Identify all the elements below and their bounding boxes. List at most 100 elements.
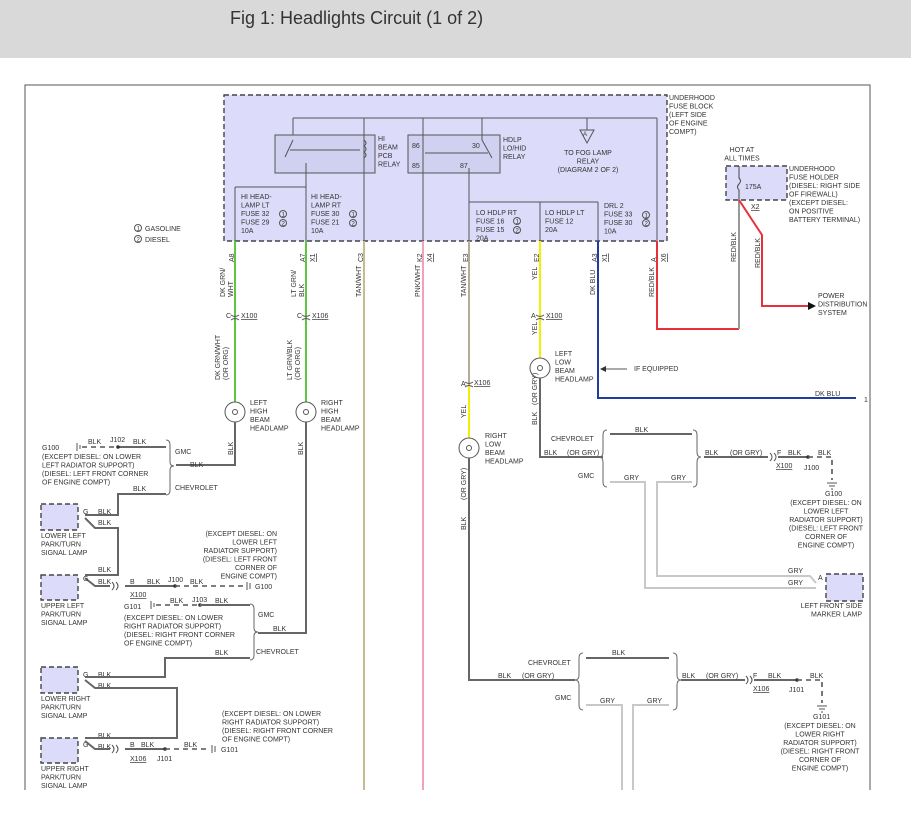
label-line: HIGH: [250, 409, 268, 416]
label-line: RELAY: [378, 162, 401, 169]
svg-text:A7: A7: [300, 253, 307, 262]
label-line: (DIESEL: RIGHT FRONT: [781, 749, 861, 756]
svg-text:BLK: BLK: [98, 733, 112, 740]
label-line: PARK/TURN: [41, 542, 81, 549]
label-line: RADIATOR SUPPORT): [783, 740, 857, 747]
svg-text:TAN/WHT: TAN/WHT: [356, 265, 363, 297]
svg-text:BLK: BLK: [98, 567, 112, 574]
svg-text:BLK: BLK: [98, 683, 112, 690]
splice-j100-label: J100: [804, 465, 819, 472]
pin-87: 87: [460, 163, 468, 170]
label-line: OF FIREWALL): [789, 192, 838, 199]
if-equipped-label: IF EQUIPPED: [634, 366, 678, 373]
fuse-rating: 175A: [745, 184, 762, 191]
label-line: PARK/TURN: [41, 775, 81, 782]
svg-text:X4: X4: [427, 253, 434, 262]
fuse-holder-connector: X2: [751, 204, 760, 211]
label-line: (EXCEPT DIESEL:: [789, 200, 848, 207]
wire-label: BLK: [170, 598, 184, 605]
label-line: LAMP LT: [241, 203, 270, 210]
label-line: (DIESEL: RIGHT FRONT CORNER: [222, 728, 333, 735]
label-line: (OR ORG): [295, 347, 302, 380]
ground-g100: G100: [255, 584, 272, 591]
splice-j101-label: J101: [789, 687, 804, 694]
label-line: POWER: [818, 293, 844, 300]
label-line: 10A: [604, 229, 617, 236]
label-line: (DIESEL: LEFT FRONT CORNER: [42, 471, 148, 478]
hdlp-relay-wiring: [422, 118, 658, 241]
svg-text:G: G: [83, 742, 88, 749]
label-line: LEFT: [250, 400, 268, 407]
label-line: UPPER RIGHT: [41, 766, 90, 773]
label-line: FUSE BLOCK: [669, 104, 714, 111]
wire-red-blk-fuse-block: [656, 241, 739, 330]
label-line: FUSE HOLDER: [789, 175, 839, 182]
label-line: LEFT FRONT SIDE: [801, 603, 863, 610]
svg-text:K2: K2: [417, 253, 424, 262]
label-line: LOWER LEFT: [232, 540, 277, 547]
label-line: ON POSITIVE: [789, 209, 834, 216]
splice-j100-label: J100: [168, 577, 183, 584]
label-line: 20A: [476, 236, 489, 243]
label-line: (DIESEL: LEFT FRONT: [203, 557, 278, 564]
wire-label: BLK: [190, 579, 204, 586]
label-line: (DIESEL: RIGHT SIDE: [789, 183, 860, 190]
label-line: (EXCEPT DIESEL: ON LOWER: [124, 615, 223, 622]
label-line: BEAM: [250, 417, 270, 424]
label-line: SIGNAL LAMP: [41, 620, 88, 627]
label-line: TO FOG LAMP: [564, 150, 612, 157]
label-line: 10A: [311, 228, 324, 235]
svg-text:1: 1: [516, 220, 520, 226]
ground-g101: G101: [813, 714, 830, 721]
wire-label: BLK: [141, 742, 155, 749]
brand-gmc: GMC: [258, 612, 274, 619]
header-bar: Fig 1: Headlights Circuit (1 of 2): [0, 0, 911, 58]
lower-left-park-lamp: [40, 503, 79, 531]
wire-label-red-blk-2: RED/BLK: [755, 238, 762, 268]
label-line: DK GRN/: [220, 268, 227, 297]
svg-text:X1: X1: [602, 253, 609, 262]
label-line: DISTRIBUTION: [818, 302, 867, 309]
connector-x106: X106: [312, 313, 328, 320]
label-line: ENGINE COMPT): [798, 543, 854, 550]
svg-text:C3: C3: [358, 253, 365, 262]
diagram-frame: [24, 84, 871, 790]
hi-beam-relay-coil-icon: [363, 139, 367, 159]
label-line: HEADLAMP: [250, 426, 289, 433]
svg-text:BLK: BLK: [532, 411, 539, 425]
svg-text:YEL: YEL: [532, 267, 539, 280]
wire-label: (OR GRY): [522, 673, 554, 680]
wire-label: GRY: [788, 580, 803, 587]
label-line: FUSE 16: [476, 219, 505, 226]
label-line: (EXCEPT DIESEL: ON LOWER: [222, 711, 321, 718]
label-line: DRL 2: [604, 203, 624, 210]
label-line: RADIATOR SUPPORT): [203, 548, 277, 555]
svg-text:(OR GRY): (OR GRY): [532, 373, 539, 405]
hi-beam-relay: [274, 134, 376, 174]
label-line: HI HEAD-: [241, 194, 272, 201]
wire-label: BLK: [215, 598, 229, 605]
svg-text:2: 2: [645, 222, 649, 228]
label-line: FUSE 21: [311, 220, 340, 227]
brand-chevrolet: CHEVROLET: [528, 660, 572, 667]
connector-x100: X100: [130, 592, 146, 599]
svg-text:LT GRN/BLK: LT GRN/BLK: [291, 270, 306, 297]
label-line: HOT AT: [730, 147, 755, 154]
brand-chevrolet: CHEVROLET: [551, 436, 595, 443]
label-line: 10A: [241, 228, 254, 235]
legend-gasoline: GASOLINE: [145, 226, 181, 233]
ground-icon: [246, 582, 251, 590]
wire-label: BLK: [133, 486, 147, 493]
label-line: OF ENGINE: [669, 121, 708, 128]
